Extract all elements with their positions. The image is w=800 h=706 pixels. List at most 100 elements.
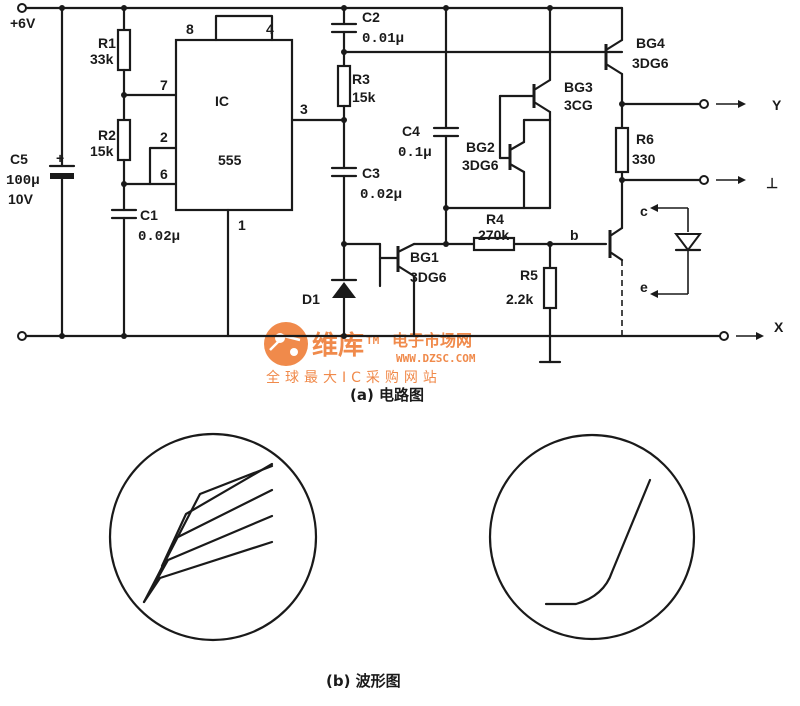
c5-plus-icon: + xyxy=(56,150,64,166)
c1-name: C1 xyxy=(140,207,158,223)
junction xyxy=(121,5,127,11)
pin8-label: 8 xyxy=(186,21,194,37)
bg2-collector xyxy=(508,140,526,152)
r2-resistor xyxy=(116,118,132,162)
c5-name: C5 xyxy=(10,151,28,167)
bg4-emitter xyxy=(604,62,624,76)
junction xyxy=(121,181,127,187)
dut-emitter xyxy=(608,250,624,262)
junction xyxy=(547,5,553,11)
r5-name: R5 xyxy=(520,267,538,283)
curve-5 xyxy=(142,464,274,604)
r1-name: R1 xyxy=(98,35,116,51)
junction xyxy=(443,5,449,11)
node-b-label: b xyxy=(570,227,579,243)
curve-3 xyxy=(154,488,274,582)
bg3-name: BG3 xyxy=(564,79,593,95)
ic-label: IC xyxy=(215,93,229,109)
r2-value: 15k xyxy=(90,143,114,159)
d1-name: D1 xyxy=(302,291,320,307)
output-y-terminal xyxy=(699,99,709,109)
c5-plate-bottom xyxy=(50,173,74,179)
watermark-tm: TM xyxy=(366,334,380,347)
r5-value: 2.2k xyxy=(506,291,533,307)
supply-terminal xyxy=(17,3,27,13)
pin8-pin4-link xyxy=(214,14,274,42)
r4-name: R4 xyxy=(486,211,504,227)
r2-name: R2 xyxy=(98,127,116,143)
pin4-label: 4 xyxy=(266,21,274,37)
bg4-name: BG4 xyxy=(636,35,665,51)
c2-value: 0.01μ xyxy=(362,31,404,47)
bg4-type: 3DG6 xyxy=(632,55,669,71)
transistor-output-curves xyxy=(142,462,274,604)
waveform-panel: (b) 波形图 xyxy=(108,432,696,690)
node-c-label: c xyxy=(640,203,648,219)
bg1-name: BG1 xyxy=(410,249,439,265)
waveform-caption: (b) 波形图 xyxy=(326,672,401,690)
junction xyxy=(341,5,347,11)
output-x-terminal xyxy=(719,331,729,341)
pin3-label: 3 xyxy=(300,101,308,117)
scope-screen-left xyxy=(108,432,318,642)
c4-value: 0.1μ xyxy=(398,145,432,161)
watermark-slogan: 全球最大IC采购网站 xyxy=(266,369,442,386)
bg2-type: 3DG6 xyxy=(462,157,499,173)
junction xyxy=(121,92,127,98)
r1-value: 33k xyxy=(90,51,114,67)
junction xyxy=(59,333,65,339)
r3-resistor xyxy=(336,64,352,108)
diode-icon xyxy=(674,233,702,252)
c5-value: 100μ xyxy=(6,173,40,189)
output-ground-label: ⊥ xyxy=(766,175,778,191)
arrow-icon xyxy=(738,176,746,184)
bg3-type: 3CG xyxy=(564,97,593,113)
r6-value: 330 xyxy=(632,151,656,167)
junction xyxy=(121,333,127,339)
junction xyxy=(619,101,625,107)
c5-voltage: 10V xyxy=(8,191,34,207)
curve-1 xyxy=(142,540,274,604)
d1-diode-icon xyxy=(332,282,356,298)
curve-4 xyxy=(160,462,274,568)
output-x-label: X xyxy=(774,319,784,335)
arrow-icon xyxy=(756,332,764,340)
bg3-emitter xyxy=(532,78,552,92)
bg1-emitter xyxy=(396,264,416,278)
pin7-label: 7 xyxy=(160,77,168,93)
junction xyxy=(59,5,65,11)
r3-name: R3 xyxy=(352,71,370,87)
watermark: 维库 TM 电子市场网 WWW.DZSC.COM 全球最大IC采购网站 xyxy=(264,322,476,386)
supply-label: +6V xyxy=(10,15,36,31)
dut-collector xyxy=(608,226,624,238)
ic-model: 555 xyxy=(218,152,242,168)
pin2-wire xyxy=(148,146,178,186)
junction xyxy=(341,117,347,123)
ic-555 xyxy=(174,38,294,212)
c3-value: 0.02μ xyxy=(360,187,402,203)
dzsc-logo-icon xyxy=(264,322,308,366)
pin1-label: 1 xyxy=(238,217,246,233)
junction xyxy=(619,177,625,183)
output-ground-terminal xyxy=(699,175,709,185)
bg3-collector xyxy=(532,100,552,114)
watermark-brand-sub: 电子市场网 xyxy=(392,331,472,350)
node-e-label: e xyxy=(640,279,648,295)
r1-resistor xyxy=(116,28,132,72)
r4-value: 270k xyxy=(478,227,509,243)
ground-terminal xyxy=(17,331,27,341)
circuit-diagram: +6V + C5 100μ 10V R1 33k R2 15k C1 0.02μ xyxy=(6,3,784,404)
circuit-caption: (a) 电路图 xyxy=(350,386,424,404)
arrow-icon xyxy=(650,290,658,298)
arrow-icon xyxy=(650,204,658,212)
c3-name: C3 xyxy=(362,165,380,181)
junction xyxy=(341,333,347,339)
r6-resistor xyxy=(614,126,630,174)
watermark-brand: 维库 xyxy=(312,330,364,361)
scope-screen-right xyxy=(488,433,696,641)
r3-value: 15k xyxy=(352,89,376,105)
diode-curve xyxy=(544,478,652,606)
curve-2 xyxy=(148,514,274,594)
output-y-label: Y xyxy=(772,97,782,113)
